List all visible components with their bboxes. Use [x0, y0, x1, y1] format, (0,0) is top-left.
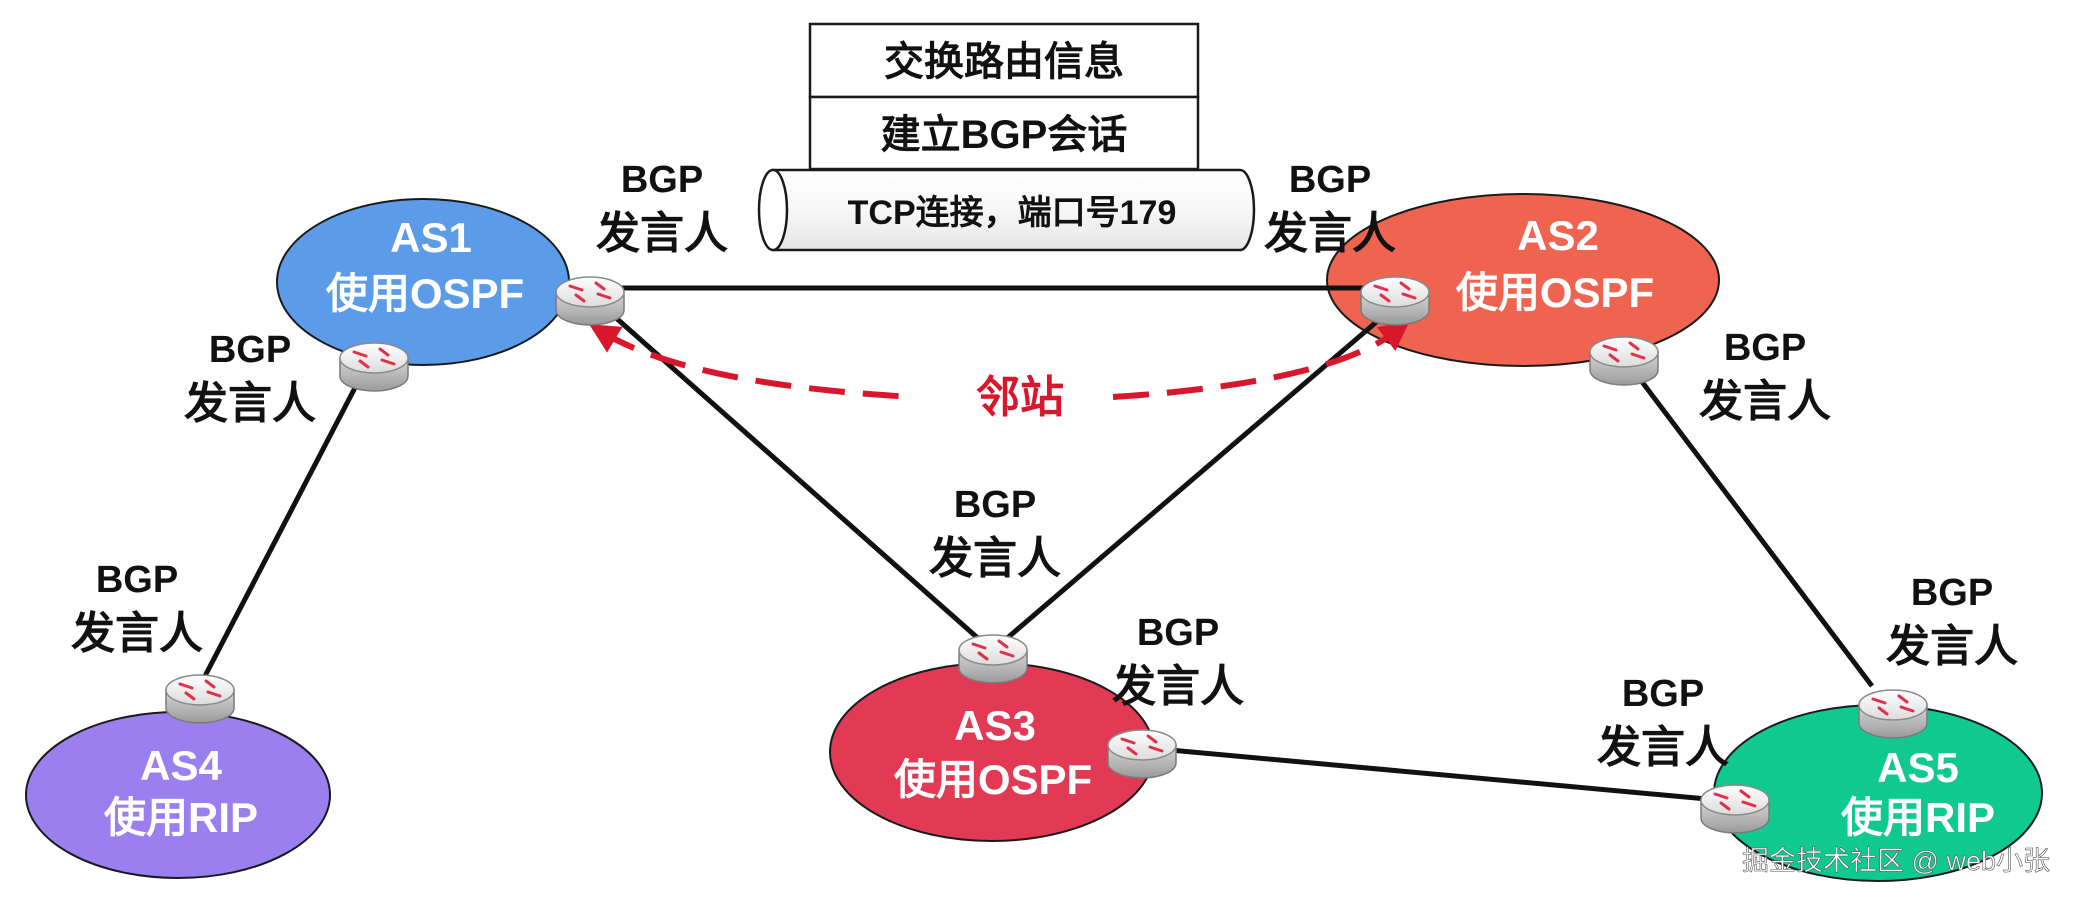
speaker-label-role: 发言人: [1597, 723, 1729, 772]
speaker-label-bgp: BGP: [209, 329, 291, 371]
watermark: 掘金技术社区 @ web小张: [1742, 846, 2050, 876]
router-icon: [165, 674, 235, 724]
speaker-label-role: 发言人: [596, 209, 728, 258]
speaker-label-role: 发言人: [929, 534, 1061, 583]
speaker-label-role: 发言人: [1264, 209, 1396, 258]
router-icon: [958, 634, 1028, 684]
speaker-label-bgp: BGP: [954, 484, 1036, 526]
speaker-label-bgp: BGP: [621, 159, 703, 201]
speaker-labels: BGP 发言人 BGP 发言人 BGP 发言人 BGP 发言人 BGP 发言人 BGP 发言人 BGP 发…: [71, 159, 2018, 772]
as5-protocol: 使用RIP: [1841, 794, 1995, 841]
as3-cloud: [829, 662, 1155, 842]
tcp-pipe-end: [757, 168, 789, 252]
link-as2-as5: [1622, 356, 1874, 688]
stack-middle-label: 建立BGP会话: [881, 113, 1128, 157]
router-icon: [1700, 784, 1770, 834]
as4-protocol: 使用RIP: [104, 794, 258, 841]
speaker-label-bgp: BGP: [1289, 159, 1371, 201]
router-icon: [1858, 689, 1928, 739]
as1-protocol: 使用OSPF: [326, 270, 524, 317]
as5-name: AS5: [1877, 744, 1959, 791]
tcp-pipe: TCP连接，端口号179: [757, 168, 1256, 252]
router-icon: [339, 342, 409, 392]
speaker-label-role: 发言人: [1886, 622, 2018, 671]
link-as1-as4: [202, 380, 361, 678]
as-labels: AS1 使用OSPF AS2 使用OSPF AS3 使用OSPF AS4 使用R…: [104, 212, 1995, 841]
neighbor-arrow-right: [1112, 320, 1410, 400]
speaker-label-role: 发言人: [1112, 662, 1244, 711]
as3-name: AS3: [954, 702, 1036, 749]
as4-name: AS4: [140, 742, 222, 789]
tcp-pipe-body: [771, 168, 1256, 252]
link-as2-as3: [1003, 304, 1397, 642]
speaker-label-bgp: BGP: [1724, 327, 1806, 369]
neighbor-label: 邻站: [976, 373, 1064, 422]
stack-top-label: 交换路由信息: [884, 40, 1124, 84]
as2-protocol: 使用OSPF: [1456, 269, 1654, 316]
speaker-label-bgp: BGP: [1137, 612, 1219, 654]
tcp-pipe-label: TCP连接，端口号179: [848, 194, 1177, 232]
as3-ellipse: [829, 662, 1155, 842]
as3-protocol: 使用OSPF: [894, 756, 1092, 803]
stack-box-top: [808, 22, 1200, 99]
speaker-label-role: 发言人: [71, 609, 203, 658]
link-as3-as5: [1147, 745, 1719, 803]
as2-ellipse: [1326, 193, 1720, 367]
stack-box-middle: [808, 95, 1200, 171]
speaker-label-role: 发言人: [184, 379, 316, 428]
link-as1-as3: [596, 300, 982, 642]
speaker-label-bgp: BGP: [96, 559, 178, 601]
router-icon: [1360, 276, 1430, 326]
speaker-label-bgp: BGP: [1622, 673, 1704, 715]
speaker-label-bgp: BGP: [1911, 572, 1993, 614]
router-icon: [1107, 729, 1177, 779]
speaker-label-role: 发言人: [1699, 377, 1831, 426]
session-stack: 交换路由信息 建立BGP会话 TCP连接，端口号179: [757, 22, 1256, 252]
as1-name: AS1: [390, 214, 472, 261]
router-icon: [1589, 336, 1659, 386]
as2-cloud: [1326, 193, 1720, 367]
neighbor-arrow-left: [589, 324, 916, 400]
neighbor-arrow: 邻站: [589, 320, 1410, 422]
router-icon: [555, 276, 625, 326]
routers: [165, 276, 1928, 834]
as2-name: AS2: [1517, 212, 1599, 259]
